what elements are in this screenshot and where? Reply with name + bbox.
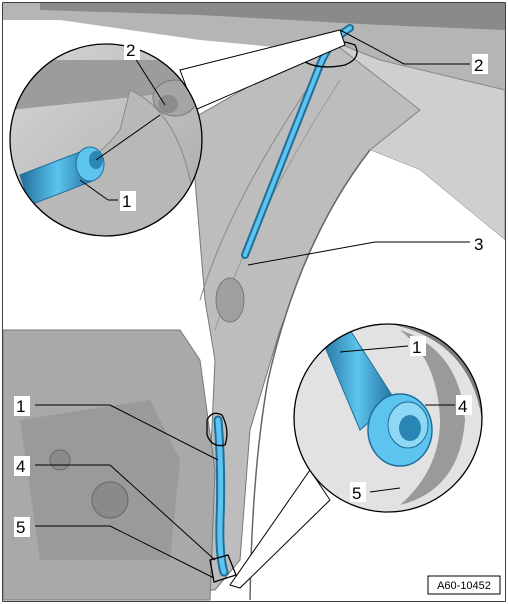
- callout-4-inset-lower: 4: [458, 397, 467, 416]
- callout-2-top: 2: [474, 56, 483, 75]
- figure-id-box: A60-10452: [427, 575, 501, 595]
- callout-1-left: 1: [16, 397, 25, 416]
- figure-id: A60-10452: [437, 580, 491, 592]
- drain-hose-lower: [213, 415, 229, 577]
- inset-detail-upper: [9, 43, 203, 237]
- callout-2-inset: 2: [126, 41, 135, 60]
- callout-4-left: 4: [16, 457, 25, 476]
- focus-region-mid: [206, 412, 228, 447]
- focus-region-bottom: [209, 554, 237, 583]
- callout-5-inset-lower: 5: [352, 484, 361, 503]
- inset2-connector: [229, 469, 331, 589]
- callout-1-inset-lower: 1: [412, 338, 421, 357]
- callout-labels: 2 2 1 3 1 4 5 1 4 5: [14, 40, 488, 537]
- callout-1-inset: 1: [122, 192, 131, 211]
- callout-5-left: 5: [16, 518, 25, 537]
- leader-lines: [35, 29, 470, 579]
- inset-detail-lower: [293, 323, 483, 513]
- callout-3: 3: [474, 235, 483, 254]
